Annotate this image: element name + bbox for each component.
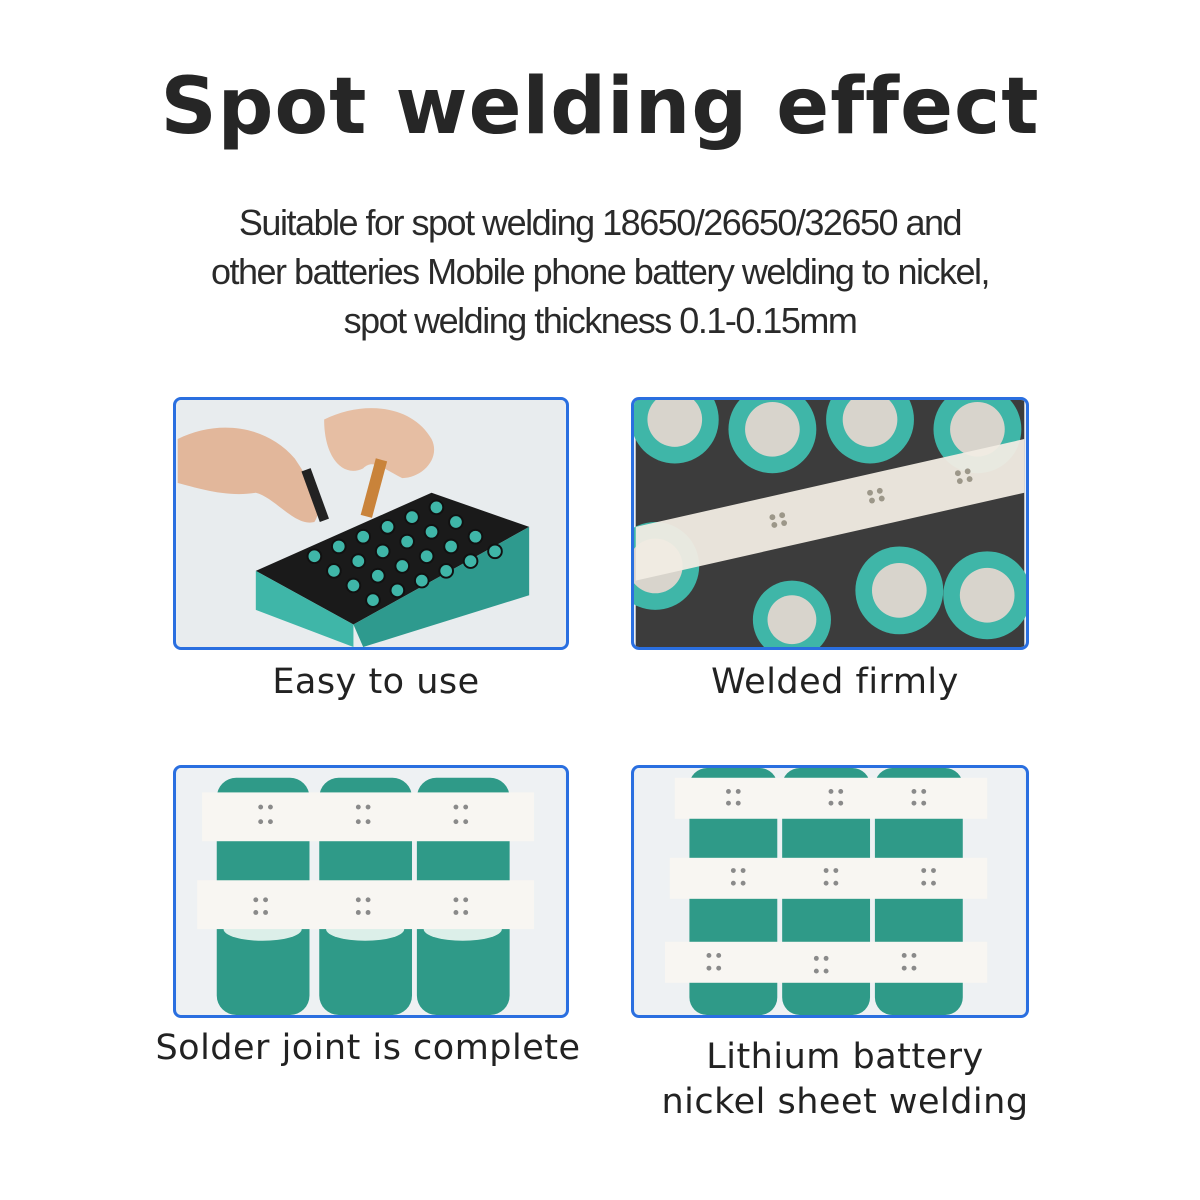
feature-caption-line-2: nickel sheet welding [661, 1082, 1029, 1122]
subtitle-line-3: spot welding thickness 0.1-0.15mm [343, 300, 858, 341]
feature-caption-easy-to-use: Easy to use [272, 662, 480, 702]
feature-image-easy-to-use [173, 397, 569, 650]
page-title: Spot welding effect [160, 62, 1040, 152]
two-strips-photo [177, 768, 565, 1015]
feature-caption-solder-joint: Solder joint is complete [155, 1028, 581, 1068]
feature-caption-welded-firmly: Welded firmly [711, 662, 959, 702]
hands-welding-photo [177, 400, 565, 647]
feature-image-solder-joint [173, 765, 569, 1018]
subtitle: Suitable for spot welding 18650/26650/32… [150, 198, 1050, 345]
subtitle-line-2: other batteries Mobile phone battery wel… [210, 251, 991, 292]
feature-image-nickel-sheet-welding [631, 765, 1029, 1018]
subtitle-line-1: Suitable for spot welding 18650/26650/32… [238, 202, 963, 243]
feature-caption-line-1: Lithium battery [706, 1037, 984, 1077]
feature-image-welded-firmly [631, 397, 1029, 650]
three-strips-photo [635, 768, 1025, 1015]
feature-caption-nickel-sheet-welding: Lithium battery nickel sheet welding [621, 1035, 1069, 1125]
holder-closeup-photo [634, 400, 1026, 647]
